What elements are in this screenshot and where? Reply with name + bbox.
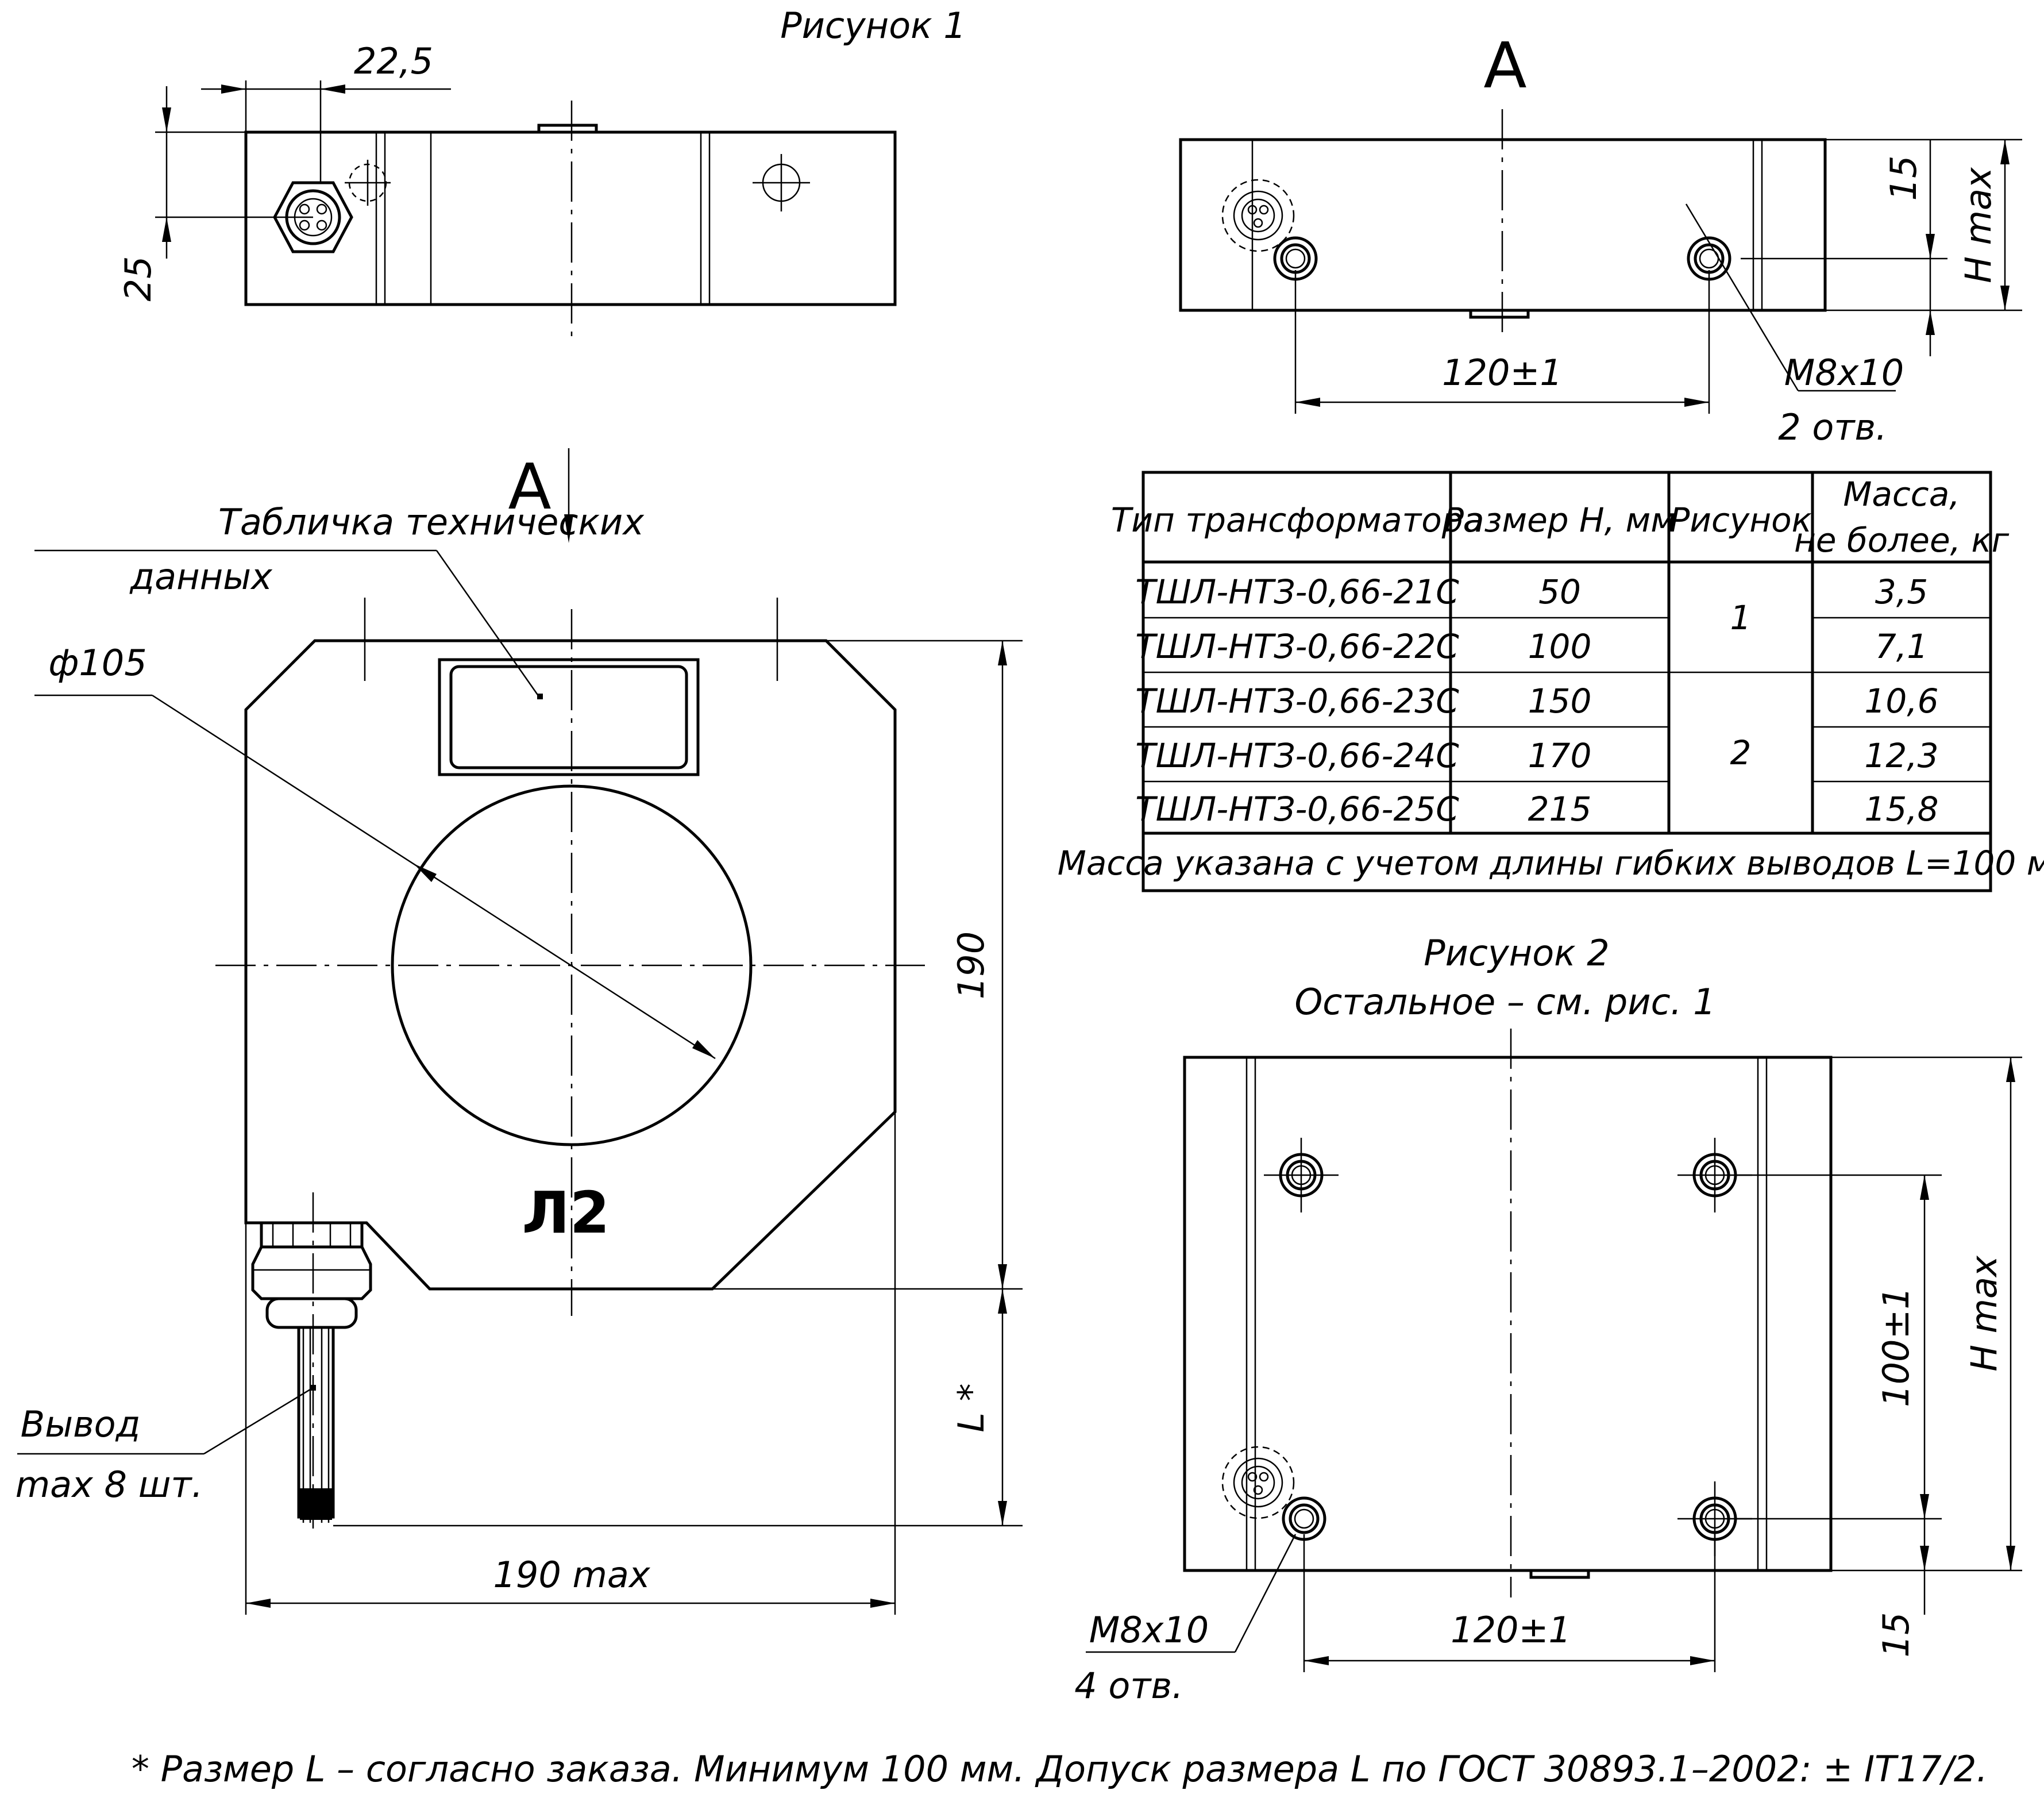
table-cell-figure: 1 (1730, 598, 1752, 637)
dim-bolt-offset: 22,5 (354, 40, 433, 82)
view-a-thread-spec: M8x10 (1784, 352, 1904, 394)
bolt-hole-icon (1264, 1138, 1339, 1212)
table-cell-type: ТШЛ-НТЗ-0,66-21С (1135, 572, 1459, 611)
figure2: Рисунок 2 Остальное – см. рис. 1 (1074, 932, 2022, 1707)
view-a: A 120±1 (1179, 29, 2022, 448)
connector-icon (1221, 1446, 1295, 1519)
table-cell-mass: 10,6 (1864, 682, 1938, 721)
dim-width-190max: 190 max (493, 1554, 650, 1596)
table-cell-mass: 3,5 (1875, 572, 1928, 611)
figure2-dim-bolt-spacing-h: 120±1 (1451, 1609, 1571, 1651)
table-header-figure: Рисунок (1669, 501, 1811, 540)
figure1-title: Рисунок 1 (780, 5, 966, 47)
figure2-dim-height: H max (1963, 1255, 2005, 1372)
lead-label-line2: max 8 шт. (16, 1464, 203, 1506)
dim-lead-length: L * (950, 1383, 992, 1432)
dim-height-25: 25 (117, 256, 159, 302)
diameter-label: ф105 (48, 642, 146, 684)
connector-icon (1221, 179, 1295, 252)
specs-table: Тип трансформатора Размер H, мм Рисунок … (1058, 471, 2044, 892)
table-cell-size: 150 (1528, 682, 1592, 721)
table-cell-type: ТШЛ-НТЗ-0,66-25С (1135, 790, 1459, 829)
table-header-mass: Масса, (1843, 475, 1960, 514)
table-cell-mass: 7,1 (1875, 627, 1928, 666)
table-cell-size: 215 (1528, 790, 1592, 829)
figure2-thread-count: 4 отв. (1074, 1665, 1183, 1707)
table-cell-size: 170 (1528, 736, 1592, 775)
view-a-label: A (1483, 29, 1526, 102)
dim-height-190: 190 (950, 931, 992, 999)
view-a-dim-edge: 15 (1883, 156, 1925, 201)
table-cell-size: 50 (1538, 572, 1581, 611)
table-cell-mass: 12,3 (1864, 736, 1938, 775)
lead-label-line1: Вывод (21, 1403, 141, 1445)
figure1-top-view: Рисунок 1 22,5 (117, 5, 966, 336)
table-header-type: Тип трансформатора (1111, 501, 1483, 540)
nameplate-label-line2: данных (129, 556, 273, 598)
figure2-thread-spec: M8x10 (1089, 1609, 1209, 1651)
figure2-subtitle: Остальное – см. рис. 1 (1294, 981, 1715, 1023)
table-cell-figure: 2 (1730, 733, 1752, 772)
table-cell-type: ТШЛ-НТЗ-0,66-24С (1135, 736, 1459, 775)
table-cell-type: ТШЛ-НТЗ-0,66-23С (1135, 682, 1459, 721)
view-arrow-label: A (508, 450, 551, 523)
figure2-dim-bolt-spacing-v: 100±1 (1875, 1287, 1917, 1407)
table-cell-mass: 15,8 (1864, 790, 1938, 829)
table-header-mass-unit: не более, кг (1794, 521, 2010, 560)
bolt-hole-icon (1282, 1496, 1326, 1541)
footnote: * Размер L – согласно заказа. Минимум 10… (132, 1748, 1988, 1790)
table-cell-size: 100 (1528, 627, 1592, 666)
figure2-title: Рисунок 2 (1424, 932, 1610, 974)
view-a-dim-height: H max (1957, 167, 1999, 283)
figure2-dim-edge: 15 (1875, 1612, 1917, 1658)
table-header-size: Размер H, мм (1444, 501, 1676, 540)
table-cell-type: ТШЛ-НТЗ-0,66-22С (1135, 627, 1459, 666)
nameplate-label-line1: Табличка технических (218, 501, 645, 543)
table-footer: Масса указана с учетом длины гибких выво… (1058, 844, 2044, 883)
terminal-mark: Л2 (522, 1179, 610, 1246)
cable-gland-icon (251, 1221, 372, 1519)
front-view: A Табличка технических данных ф105 Л2 (16, 448, 1023, 1615)
view-a-dim-bolt-spacing: 120±1 (1442, 352, 1563, 394)
cable-gland-icon (273, 181, 353, 253)
view-a-thread-count: 2 отв. (1778, 406, 1887, 448)
